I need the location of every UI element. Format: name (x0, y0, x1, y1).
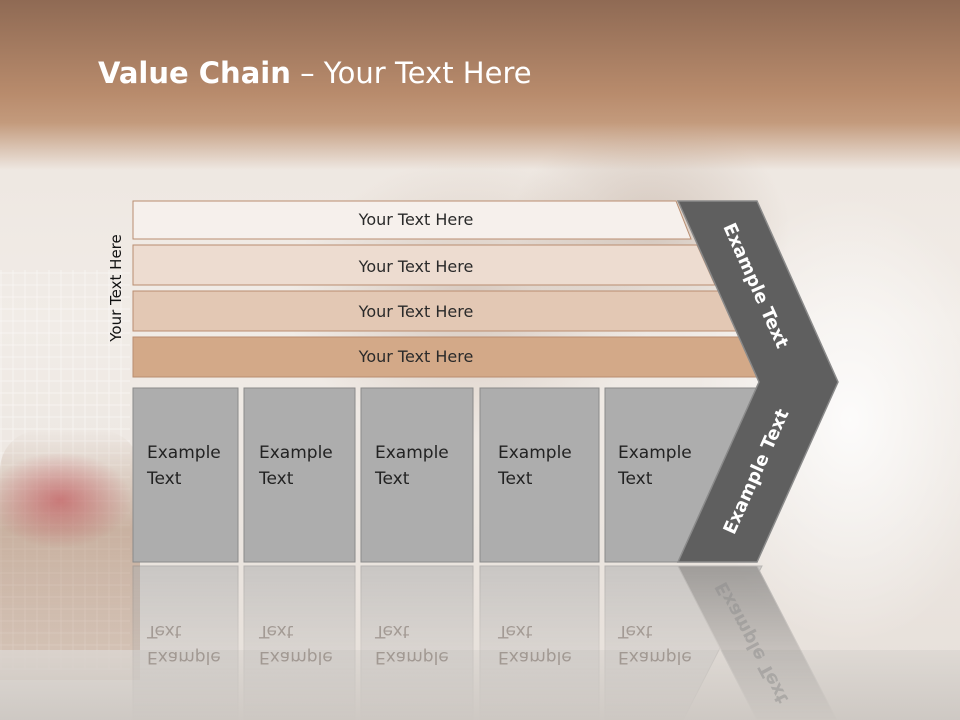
column-box-4-shape (479, 387, 600, 563)
column-box-1-line2: Text (146, 469, 182, 489)
row-band-2: Your Text Here (132, 244, 716, 286)
column-box-2-line2: Text (258, 469, 294, 489)
column-reflection-line2: Text (617, 621, 653, 641)
row-band-4-label: Your Text Here (358, 347, 474, 366)
column-box-5-line1: Example (618, 443, 692, 463)
column-box-5: Example Text (604, 387, 763, 563)
column-box-3-line2: Text (374, 469, 410, 489)
row-band-3-label: Your Text Here (358, 302, 474, 321)
column-reflection-line1: Example (147, 647, 221, 667)
vegetable-basket (0, 430, 140, 680)
column-box-1-shape (132, 387, 239, 563)
slide-title: Value Chain – Your Text Here (98, 56, 532, 90)
column-reflection-line1: Example (498, 647, 572, 667)
chevron-arrow: Example Text Example Text (676, 200, 839, 563)
column-reflection-line2: Text (497, 621, 533, 641)
column-reflection-line1: Example (375, 647, 449, 667)
title-bold: Value Chain (98, 56, 291, 90)
row-band-2-label: Your Text Here (358, 257, 474, 276)
column-box-2-line1: Example (259, 443, 333, 463)
chevron-shape (676, 200, 839, 563)
column-reflection (132, 565, 239, 720)
row-band-1-shape (132, 200, 692, 240)
row-band-3: Your Text Here (132, 290, 740, 332)
column-box-3: Example Text (360, 387, 474, 563)
chevron-reflection (677, 565, 838, 720)
row-band-4: Your Text Here (132, 336, 764, 378)
reflection-group (132, 565, 838, 720)
column-reflection-line1: Example (259, 647, 333, 667)
column-box-4: Example Text (479, 387, 600, 563)
column-box-2: Example Text (243, 387, 356, 563)
column-box-4-line1: Example (498, 443, 572, 463)
column-reflection-line1: Example (618, 647, 692, 667)
column-reflection (479, 565, 600, 720)
column-reflection-line2: Text (258, 621, 294, 641)
row-band-1-label: Your Text Here (358, 210, 474, 229)
column-box-1: Example Text (132, 387, 239, 563)
column-box-2-shape (243, 387, 356, 563)
column-reflection-line2: Text (146, 621, 182, 641)
title-rest: – Your Text Here (290, 56, 532, 90)
column-box-1-line1: Example (147, 443, 221, 463)
column-box-3-line1: Example (375, 443, 449, 463)
column-reflection (243, 565, 356, 720)
column-reflection-line2: Text (374, 621, 410, 641)
column-box-3-shape (360, 387, 474, 563)
column-reflection (360, 565, 474, 720)
column-box-4-line2: Text (497, 469, 533, 489)
column-box-5-line2: Text (617, 469, 653, 489)
row-band-1: Your Text Here (132, 200, 692, 240)
title-band (0, 0, 960, 170)
